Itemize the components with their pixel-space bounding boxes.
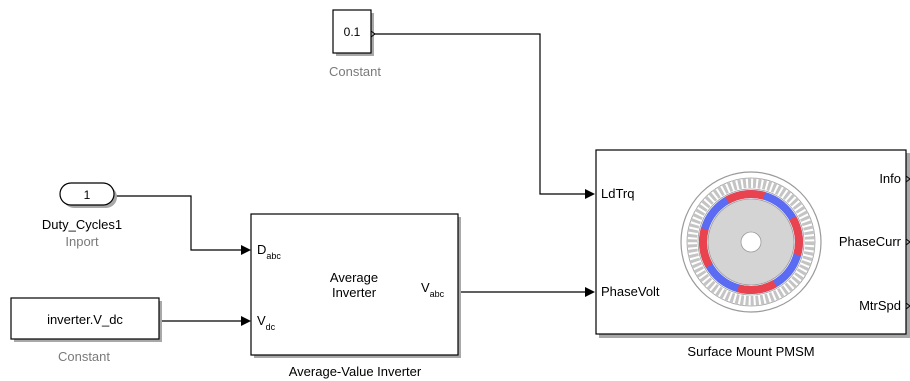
inverter-title-line2: Inverter xyxy=(332,285,377,300)
wire-inport-to-dabc[interactable] xyxy=(114,195,242,251)
pmsm-port-mtrspd: MtrSpd xyxy=(859,298,901,313)
inverter-port-vdc: Vdc xyxy=(257,313,276,332)
constant-bottom-value: inverter.V_dc xyxy=(47,312,123,327)
inport-name: Duty_Cycles1 xyxy=(42,217,122,232)
wire-constant-to-ldtrq[interactable] xyxy=(372,33,586,195)
arrow-phasevolt xyxy=(585,287,595,297)
average-inverter-block[interactable]: Average Inverter Dabc Vdc Vabc Average-V… xyxy=(250,213,461,379)
pmsm-port-phasecurr: PhaseCurr xyxy=(839,234,902,249)
pmsm-port-info: Info xyxy=(879,171,901,186)
inport-caption: Inport xyxy=(65,234,99,249)
inverter-port-vabc: Vabc xyxy=(421,280,445,299)
signal-lines xyxy=(114,33,595,326)
arrow-ldtrq xyxy=(585,189,595,199)
constant-top-value: 0.1 xyxy=(344,25,361,39)
pmsm-port-phasevolt: PhaseVolt xyxy=(601,284,660,299)
pmsm-caption: Surface Mount PMSM xyxy=(687,344,814,359)
inverter-caption: Average-Value Inverter xyxy=(289,364,422,379)
constant-bottom-caption: Constant xyxy=(58,349,110,364)
inport-number: 1 xyxy=(84,188,91,202)
constant-block-top[interactable]: 0.1 Constant xyxy=(329,9,381,79)
inverter-title-line1: Average xyxy=(330,270,378,285)
stator-winding-ring xyxy=(699,190,803,294)
inverter-port-dabc: Dabc xyxy=(257,242,281,261)
inport-block[interactable]: 1 Duty_Cycles1 Inport xyxy=(42,182,122,249)
motor-icon xyxy=(680,171,822,313)
pmsm-block[interactable]: LdTrq PhaseVolt Info PhaseCurr MtrSpd Su… xyxy=(595,149,910,359)
constant-top-caption: Constant xyxy=(329,64,381,79)
arrow-dabc xyxy=(241,245,251,255)
arrow-vdc xyxy=(241,316,251,326)
constant-block-bottom[interactable]: inverter.V_dc Constant xyxy=(10,297,162,364)
pmsm-port-ldtrq: LdTrq xyxy=(601,186,634,201)
